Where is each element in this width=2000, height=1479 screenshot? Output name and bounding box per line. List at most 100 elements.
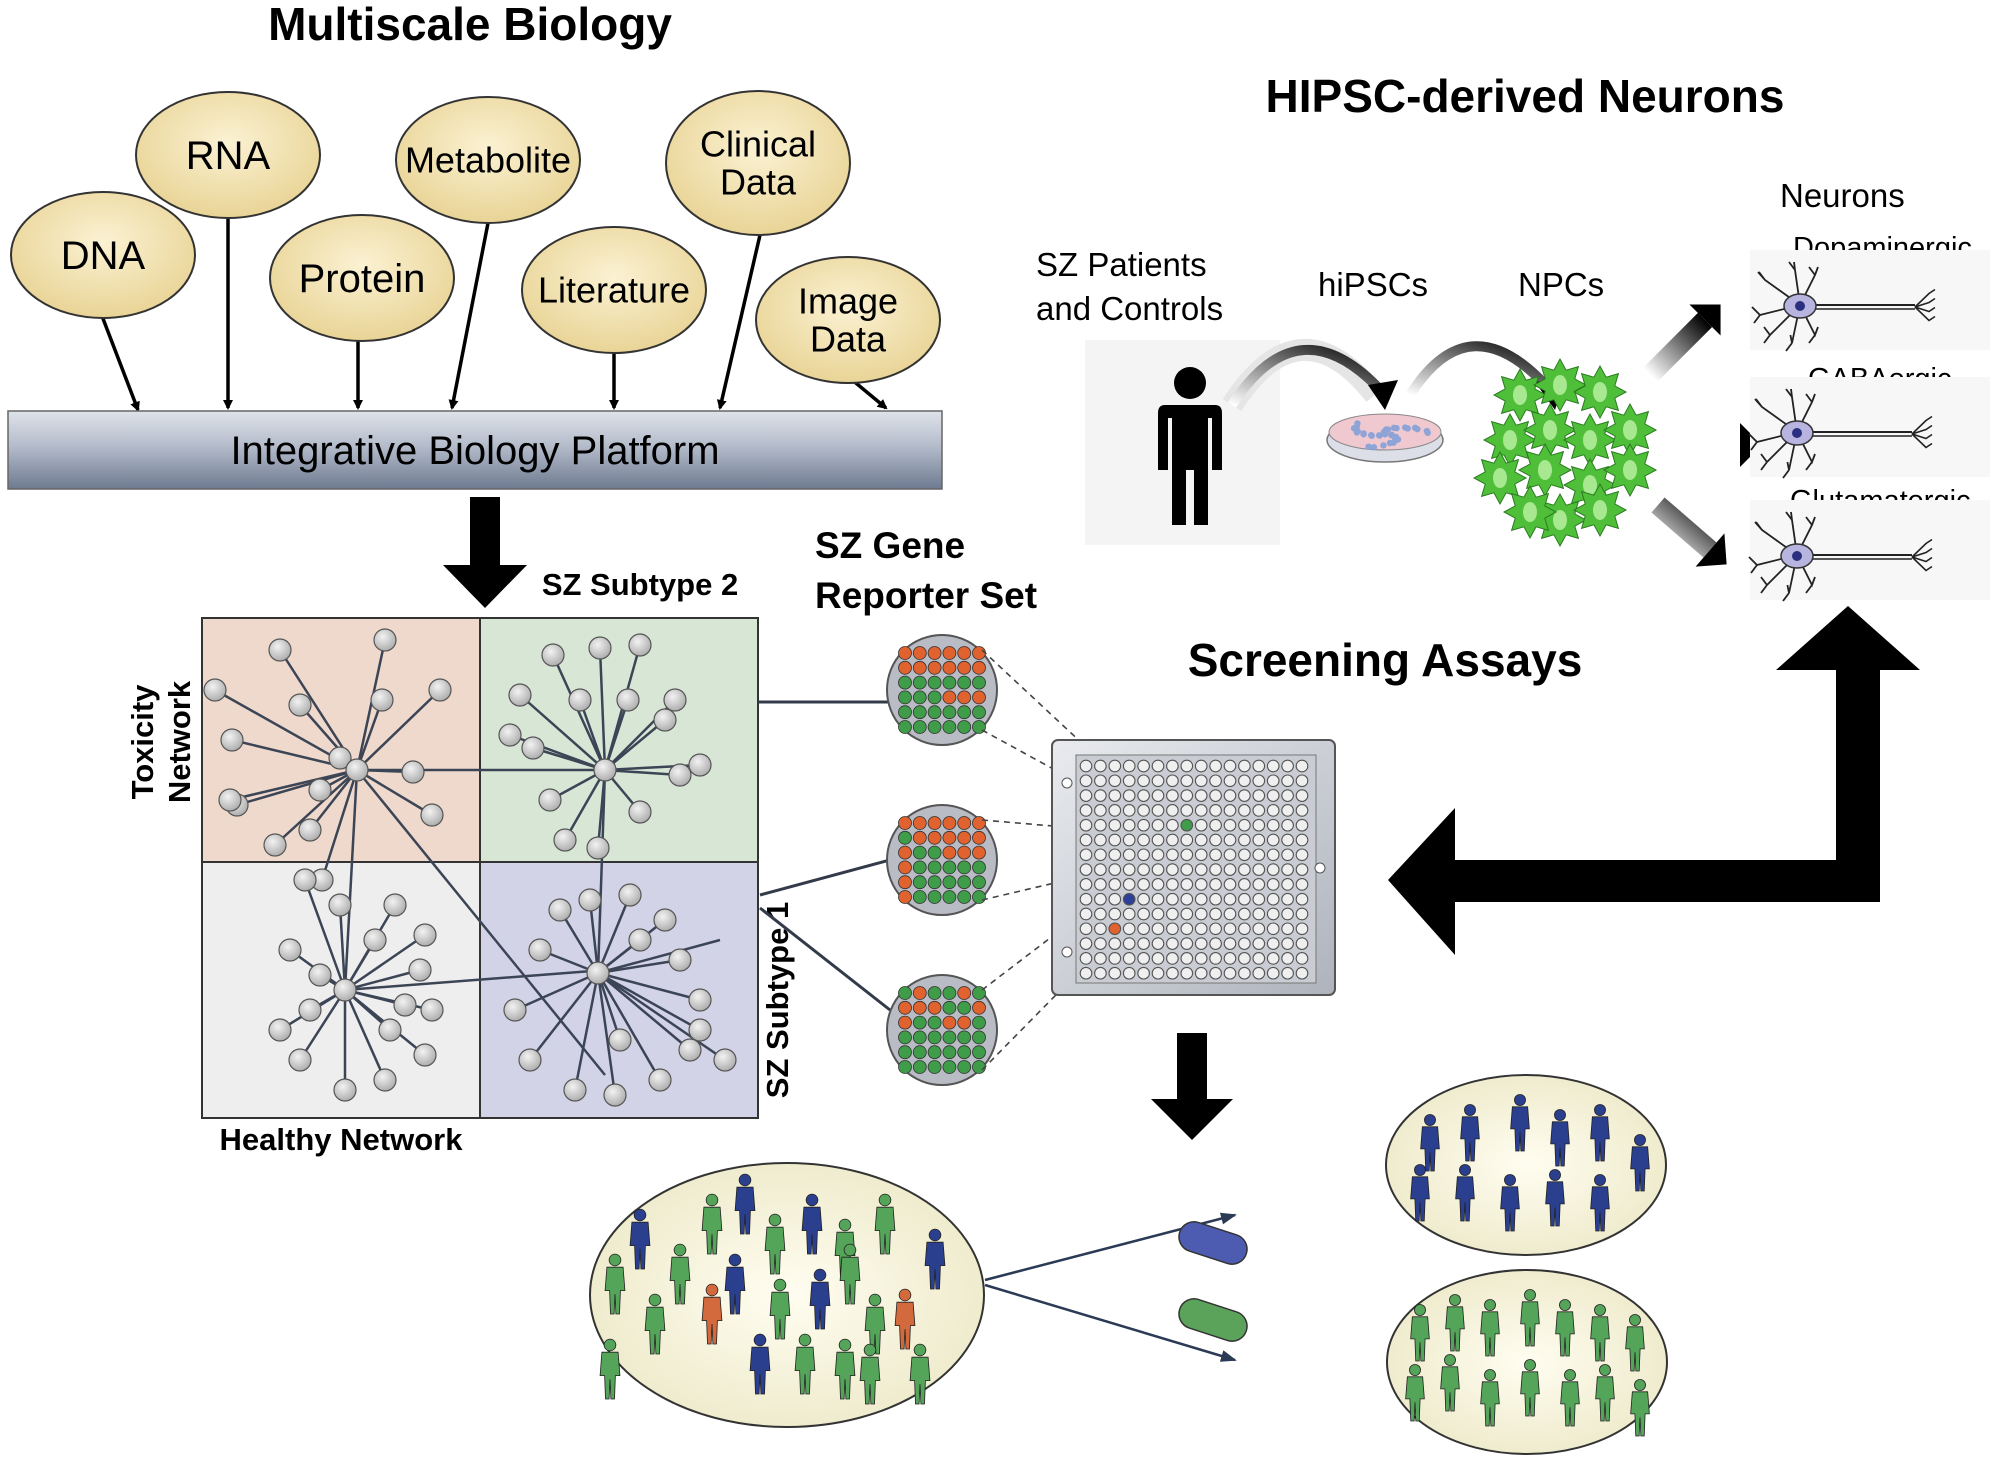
plate-well xyxy=(1238,833,1251,847)
mixed-person-body xyxy=(834,1351,856,1400)
plate-well xyxy=(1281,789,1294,802)
network-edge xyxy=(519,694,606,771)
rna-oval-label: RNA xyxy=(186,134,271,178)
reporter-dot xyxy=(912,646,927,660)
plate-well xyxy=(1094,818,1107,832)
reporter-dot xyxy=(942,816,957,830)
plate-well xyxy=(1108,922,1122,936)
plate-well xyxy=(1122,937,1136,950)
plate-well xyxy=(1266,818,1280,832)
dopaminergic-neuron-terminal xyxy=(1914,288,1936,308)
plate-well xyxy=(1094,789,1107,802)
gabaergic-neuron-nucleus xyxy=(1792,428,1802,438)
plate-well xyxy=(1223,774,1237,788)
network-node xyxy=(363,928,387,952)
gene-network xyxy=(203,628,737,1107)
plate-well xyxy=(1252,907,1266,921)
blue-responder-person-head xyxy=(1554,1109,1566,1121)
green-responder-person-head xyxy=(1564,1369,1576,1381)
plate-well xyxy=(1209,863,1222,876)
network-cross-edge xyxy=(596,769,607,974)
reporter-dot xyxy=(912,1045,927,1060)
plate-well xyxy=(1238,804,1251,817)
reporter-dot xyxy=(898,720,912,734)
mixed-person-head xyxy=(928,1228,942,1242)
plate-well xyxy=(1151,863,1165,876)
network-node xyxy=(521,736,545,760)
mixed-person-head xyxy=(813,1268,827,1282)
green-responder-person xyxy=(1410,1304,1430,1362)
plate-well xyxy=(1079,848,1093,862)
plate-well xyxy=(1194,818,1208,832)
blue-responder-person-body xyxy=(1590,1116,1610,1162)
network-edge xyxy=(604,768,681,777)
network-edge xyxy=(298,989,347,1061)
mixed-person-body xyxy=(604,1266,626,1315)
reporter-dot xyxy=(972,705,986,720)
mixed-person-head xyxy=(768,1213,782,1227)
plate-well xyxy=(1266,789,1280,802)
reporter-circle xyxy=(886,634,998,746)
plate-well xyxy=(1108,804,1122,817)
plate-well xyxy=(1094,848,1107,862)
sz-subtype2-label: SZ Subtype 2 xyxy=(542,567,738,602)
plate-well xyxy=(1238,907,1251,921)
network-edge xyxy=(596,972,617,1096)
reporter-dot xyxy=(898,1045,912,1060)
network-edge xyxy=(597,971,701,1002)
platform-down-arrow xyxy=(443,497,527,608)
plate-well xyxy=(1281,833,1294,847)
reporter-title-line1: SZ Gene xyxy=(815,525,965,566)
reporter-dot xyxy=(942,660,957,675)
plate-well xyxy=(1252,952,1266,965)
reporter-dot xyxy=(898,1030,912,1045)
mixed-person-head xyxy=(648,1293,662,1307)
mixed-person-body xyxy=(644,1306,666,1355)
plate-well xyxy=(1151,789,1165,802)
pill-green-arrow xyxy=(984,1283,1237,1362)
plate-well xyxy=(1238,952,1251,965)
plate-well xyxy=(1079,759,1093,773)
reporter-dot xyxy=(927,1000,942,1015)
patient-to-hipsc-arrowhead xyxy=(1368,380,1398,410)
plate-well xyxy=(1137,922,1150,936)
reporter-dot xyxy=(957,1015,972,1030)
reporter-dot xyxy=(957,830,972,845)
reporter-dot xyxy=(957,690,972,705)
plate-well xyxy=(1094,952,1107,965)
plate-well xyxy=(1266,863,1280,876)
npc-nucleus xyxy=(1493,468,1507,488)
plate-well xyxy=(1108,937,1122,950)
network-node xyxy=(568,688,592,712)
green-responder-person-body xyxy=(1625,1326,1645,1372)
protein-oval-label: Protein xyxy=(299,257,426,301)
mixed-person-body xyxy=(909,1356,931,1405)
reporter-dot xyxy=(927,690,942,705)
network-cross-edge xyxy=(356,769,606,1076)
network-node xyxy=(498,723,522,747)
plate-well xyxy=(1180,937,1194,950)
plate-well xyxy=(1108,789,1122,802)
plate-well xyxy=(1166,789,1179,802)
network-edge xyxy=(597,971,726,1062)
plate-well xyxy=(1281,892,1294,906)
reporter-dot xyxy=(898,845,912,860)
plate-well xyxy=(1266,922,1280,936)
mixed-person-body xyxy=(801,1206,823,1255)
plate-well xyxy=(1295,804,1309,817)
reporter-dot xyxy=(898,986,912,1000)
plate-well xyxy=(1281,818,1294,832)
plate-well xyxy=(1209,937,1222,950)
reporter-dot xyxy=(927,705,942,720)
blue-responder-person xyxy=(1590,1104,1610,1162)
plate-well xyxy=(1266,833,1280,847)
plate-well xyxy=(1209,922,1222,936)
mixed-person-head xyxy=(603,1338,617,1352)
patient-populations xyxy=(589,1074,1668,1455)
blue-responder-person-body xyxy=(1510,1106,1530,1152)
plate-well xyxy=(1079,922,1093,936)
mixed-person xyxy=(924,1228,946,1290)
glutamatergic-neuron-terminal xyxy=(1911,556,1933,572)
blue-responder-person-body xyxy=(1420,1126,1440,1172)
network-node xyxy=(268,1018,292,1042)
